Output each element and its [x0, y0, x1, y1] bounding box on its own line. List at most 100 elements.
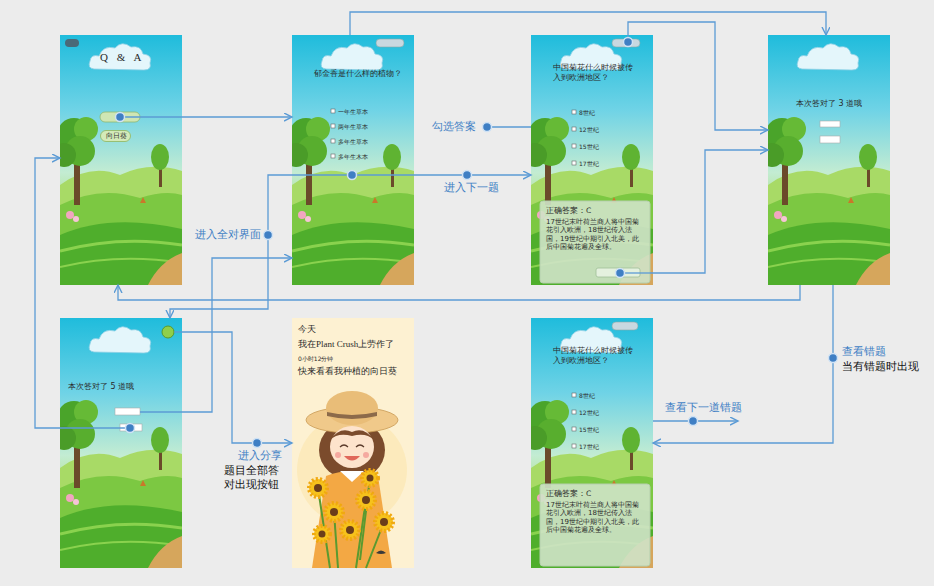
connector-dot: [116, 38, 698, 433]
leader-lines: [174, 331, 182, 332]
screen-background: [760, 35, 890, 285]
flow-arrow: [118, 285, 800, 300]
screen-background: [52, 35, 890, 568]
screen-text: 15世纪: [579, 426, 599, 433]
share-illustration: [362, 470, 378, 486]
share-illustration: [363, 452, 369, 458]
ui-controls: [572, 161, 576, 165]
screen-text: 一年生草本: [338, 108, 368, 115]
screen-text: 15世纪: [579, 143, 599, 150]
ui-controls: [612, 322, 638, 330]
ui-controls: [162, 326, 174, 338]
edge-label: 进入分享: [236, 449, 284, 463]
share-illustration: [367, 475, 374, 482]
ui-controls: [65, 39, 79, 47]
flow-arrow: [182, 116, 292, 117]
leader-lines: [60, 35, 738, 428]
flow-arrow: [650, 150, 768, 273]
edge-label: 进入全对界面: [193, 228, 263, 242]
connector-dot: [264, 231, 273, 240]
share-illustration: [376, 551, 386, 555]
screen-text: 正确答案：C: [546, 489, 591, 498]
screen-mockup: 本次答对了 5 道哦: [60, 318, 182, 568]
annotation-label: 勾选答案: [430, 120, 478, 134]
answer-panel: 正确答案：C17世纪末叶荷兰商人将中国菊花引入欧洲，18世纪传入法国，19世纪中…: [540, 201, 650, 283]
annotation-label: 查看下一道错题: [663, 401, 744, 415]
share-illustration: [340, 471, 364, 482]
flow-arrow: [182, 258, 292, 412]
share-card: 今天我在Plant Crush上劳作了0小时12分钟快来看看我种植的向日葵: [292, 318, 414, 568]
screen-text: 8世纪: [579, 392, 595, 399]
screen-text: 17世纪: [579, 443, 599, 450]
ui-controls: [65, 39, 840, 566]
share-illustration: [340, 445, 364, 447]
screen-text: 8世纪: [579, 109, 595, 116]
edge-label: 进入下一题: [442, 181, 501, 195]
screen-text: Q & A: [100, 51, 144, 64]
share-illustration: [380, 518, 388, 526]
ui-controls: [572, 110, 576, 114]
flow-arrow: [35, 158, 60, 428]
screen-text: 郁金香是什么样的植物？: [314, 69, 406, 79]
share-illustration: [346, 526, 354, 534]
answer-panel: 正确答案：C17世纪末叶荷兰商人将中国菊花引入欧洲，18世纪传入法国，19世纪中…: [540, 484, 650, 566]
ui-controls: [331, 139, 335, 143]
screen-text: 今天: [298, 324, 316, 335]
ui-controls: [572, 127, 576, 131]
screen-background: [523, 35, 653, 285]
pill-button: 向日葵: [100, 130, 131, 142]
share-illustration: [335, 452, 341, 458]
screen-text: 向日葵: [106, 132, 127, 140]
connector-dot: [616, 269, 625, 278]
ui-controls: [376, 39, 404, 47]
ui-controls: [820, 136, 840, 143]
connector-dot: [116, 113, 125, 122]
flow-arrow: [350, 12, 826, 35]
ui-controls: [540, 484, 650, 566]
screen-mockup: 本次答对了 3 道哦: [768, 35, 890, 285]
annotation-note: 当有错题时出现: [840, 360, 921, 374]
share-illustration: [326, 391, 378, 425]
screen-mockup: 中国菊花什么时候被传入到欧洲地区？8世纪12世纪15世纪17世纪正确答案：C17…: [531, 318, 653, 568]
screen-text: 我在Plant Crush上劳作了: [298, 339, 394, 350]
screen-text: 17世纪: [579, 160, 599, 167]
share-illustration: [314, 475, 388, 538]
share-illustration: [325, 503, 343, 521]
screen-background: [284, 35, 414, 285]
annotation-note: 题目全部答对出现按钮: [222, 464, 284, 492]
screen-text: 中国菊花什么时候被传入到欧洲地区？: [553, 63, 637, 82]
connector-dot: [829, 354, 838, 363]
share-illustration: [319, 531, 326, 538]
screen-text: 多年生草本: [338, 138, 368, 145]
share-illustration: [292, 318, 414, 568]
leader-lines: [60, 427, 130, 428]
share-illustration: [330, 426, 374, 468]
screen-mockup: 中国菊花什么时候被传入到欧洲地区？8世纪12世纪15世纪17世纪正确答案：C17…: [531, 35, 653, 285]
screen-text: 本次答对了 3 道哦: [796, 99, 862, 109]
ui-controls: [331, 109, 335, 113]
leader-lines: [140, 411, 182, 412]
ui-controls: [572, 427, 576, 431]
ui-controls: [115, 408, 140, 415]
share-illustration: [314, 484, 322, 492]
screen-mockup: Q & A 向日葵: [60, 35, 182, 285]
ui-controls: [820, 121, 840, 127]
ui-controls: [572, 444, 576, 448]
screen-text: 12世纪: [579, 409, 599, 416]
screen-background: [52, 318, 182, 568]
share-illustration: [357, 491, 375, 509]
connector-dot: [253, 439, 262, 448]
share-illustration: [309, 479, 327, 497]
flow-arrow: [414, 174, 531, 175]
share-illustration: [362, 496, 370, 504]
connector-dot: [348, 171, 357, 180]
connector-dot: [483, 123, 492, 132]
share-illustration: [330, 508, 338, 516]
ui-controls: [331, 124, 335, 128]
screen-text: 正确答案：C: [546, 206, 591, 215]
share-illustration: [330, 430, 374, 440]
share-illustration: [314, 526, 330, 542]
connector-dot: [689, 417, 698, 426]
